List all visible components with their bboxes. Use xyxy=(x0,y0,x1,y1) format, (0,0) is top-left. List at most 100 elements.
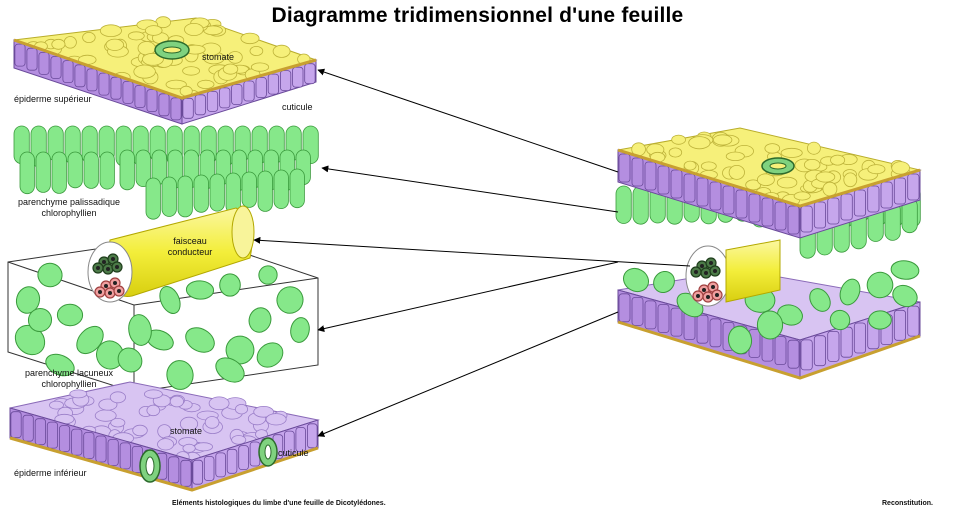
spongy-cell xyxy=(809,288,831,312)
spongy-cell xyxy=(829,309,851,331)
vascular-bundle xyxy=(87,205,255,303)
side-cell xyxy=(840,326,853,358)
side-cell xyxy=(119,442,131,470)
recon-phloem-vessel-lumen xyxy=(706,295,710,299)
spongy-cell xyxy=(777,304,803,326)
side-cell xyxy=(306,423,318,449)
side-cell xyxy=(95,435,107,463)
side-cell xyxy=(226,448,238,474)
side-cell xyxy=(168,456,180,484)
spongy-cell xyxy=(727,325,753,355)
side-cell xyxy=(867,185,880,213)
side-cell xyxy=(670,307,683,337)
spongy-cell xyxy=(56,303,84,327)
xylem-vessel-lumen xyxy=(106,267,110,271)
spongy-cell xyxy=(622,267,650,293)
side-cell xyxy=(907,305,920,337)
palisade-cell xyxy=(632,185,649,225)
side-cell xyxy=(34,418,46,446)
side-cell xyxy=(813,201,826,229)
surface-cell xyxy=(728,164,745,180)
label-cuticule-top: cuticule xyxy=(282,102,313,112)
side-cell xyxy=(267,73,280,95)
surface-cell xyxy=(793,191,811,201)
surface-cell xyxy=(194,442,214,452)
palisade-cell xyxy=(119,149,135,191)
palisade-cell xyxy=(615,185,632,224)
side-cell xyxy=(238,445,249,471)
spongy-cell xyxy=(839,278,861,306)
spongy-cell xyxy=(128,314,152,346)
label-faisceau-line1: faisceau xyxy=(173,236,207,246)
surface-cell xyxy=(231,435,247,445)
arrow-lower-epidermis xyxy=(317,311,619,437)
stomate-bottom-icon xyxy=(139,437,278,483)
side-cell xyxy=(722,185,735,215)
xylem-vessels xyxy=(92,253,123,275)
side-cell xyxy=(110,76,122,100)
xylem-vessel-lumen xyxy=(115,265,119,269)
spongy-cell xyxy=(37,262,63,288)
surface-cell xyxy=(105,38,125,51)
recon-vascular-bundle xyxy=(685,239,781,307)
side-cell xyxy=(631,157,644,187)
palisade-cell xyxy=(273,169,289,209)
palisade-cell xyxy=(145,177,161,220)
surface-cell xyxy=(815,171,836,183)
palisade-cell xyxy=(19,151,35,195)
label-cuticule-bottom: cuticule xyxy=(278,448,309,458)
palisade-cell xyxy=(135,149,151,187)
spongy-cell xyxy=(159,286,181,314)
side-cell xyxy=(304,63,316,85)
side-cell xyxy=(907,173,920,201)
spongy-cells xyxy=(14,262,310,390)
upper-epidermis xyxy=(13,16,318,125)
label-lacuneux: parenchyme lacuneux chlorophyllien xyxy=(4,368,134,390)
surface-cell xyxy=(99,24,122,38)
surface-cell xyxy=(82,32,96,44)
lower-epidermis xyxy=(9,381,320,492)
side-cell xyxy=(893,309,906,341)
arrow-bundle xyxy=(253,236,691,267)
side-cell xyxy=(203,456,215,481)
surface-cell xyxy=(757,173,775,187)
surface-cell xyxy=(165,79,187,90)
side-cell xyxy=(46,421,58,449)
recon-upper-cells xyxy=(631,131,912,207)
palisade-cell xyxy=(51,151,67,194)
side-cell xyxy=(774,336,787,366)
side-cell xyxy=(83,432,95,459)
side-cell xyxy=(279,70,292,91)
surface-cell xyxy=(253,405,274,418)
label-faisceau: faisceau conducteur xyxy=(150,236,230,258)
spongy-cell xyxy=(866,271,894,299)
side-cell xyxy=(10,411,22,439)
side-cell xyxy=(215,452,226,478)
label-epiderme-inferieur: épiderme inférieur xyxy=(14,468,87,478)
spongy-cell xyxy=(45,353,75,377)
side-cell xyxy=(146,89,158,112)
upper-epidermis-side-cells xyxy=(14,43,316,121)
spongy-cell xyxy=(117,347,143,373)
side-cell xyxy=(134,85,146,108)
palisade-cell xyxy=(83,151,99,189)
surface-cell xyxy=(141,52,164,66)
side-cell xyxy=(853,189,866,217)
surface-cell xyxy=(249,46,264,57)
surface-cell xyxy=(700,161,717,171)
side-cell xyxy=(657,304,670,333)
spongy-cell xyxy=(15,286,41,314)
side-cell xyxy=(696,314,709,344)
surface-cell xyxy=(182,66,201,76)
recon-phloem-vessel-lumen xyxy=(711,285,715,289)
surface-cell xyxy=(725,151,745,162)
surface-cell xyxy=(234,404,248,415)
side-cell xyxy=(38,52,50,75)
surface-cell xyxy=(98,398,118,411)
side-cell xyxy=(292,66,304,88)
surface-cell xyxy=(250,62,270,72)
spongy-parenchyma-box xyxy=(7,234,319,393)
surface-cell xyxy=(712,134,733,146)
